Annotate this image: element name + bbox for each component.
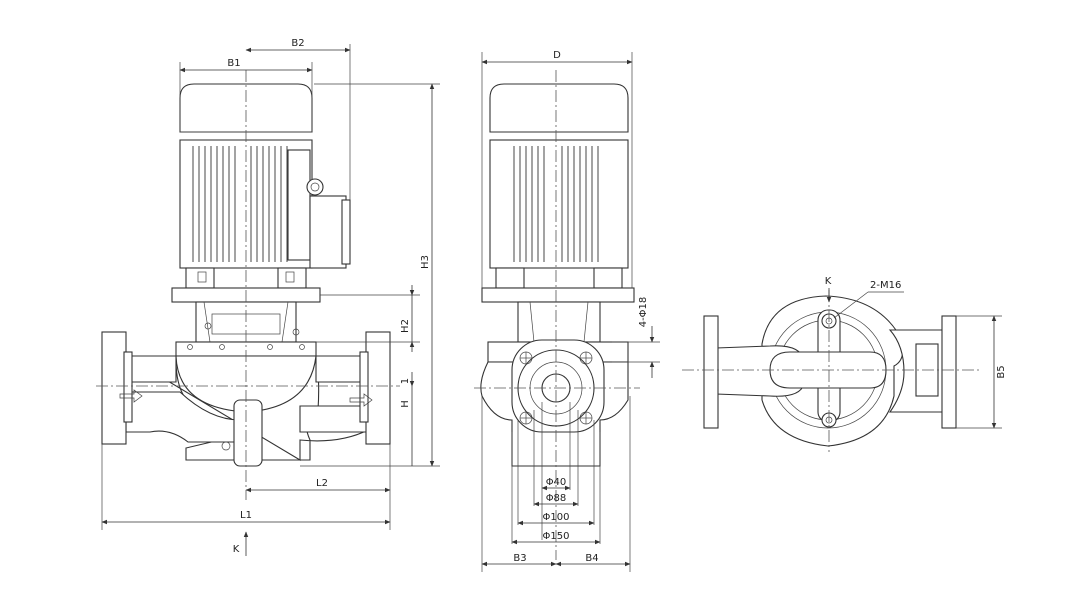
label-phi40: Φ40: [546, 477, 567, 488]
label-k-top: K: [825, 276, 832, 287]
dimension-d: D: [481, 50, 633, 288]
label-b3: B3: [513, 553, 526, 564]
label-b4: B4: [585, 553, 598, 564]
dimension-l1: L1: [101, 444, 391, 530]
motor-cooling-fins-front: [192, 146, 288, 262]
label-b1: B1: [227, 58, 240, 69]
label-h3: H3: [420, 255, 431, 269]
front-view: B1 B2 H3 H2 1 H: [96, 38, 440, 556]
label-thread-leader: 2-M16: [833, 280, 904, 319]
dimension-b1: B1: [179, 58, 313, 132]
label-h: H: [400, 400, 411, 408]
dimension-h1: 1 H: [400, 372, 415, 466]
dimension-b3-b4: B3 B4: [481, 396, 631, 572]
top-view: K 2-M16 B5: [682, 276, 1007, 452]
label-k-top-group: K: [825, 276, 832, 303]
label-h1: 1: [400, 378, 411, 384]
label-l1: L1: [240, 510, 252, 521]
dimension-b5: B5: [956, 315, 1007, 429]
dimension-h2: H2: [316, 285, 420, 352]
dimension-diameters: Φ40 Φ88 Φ100 Φ150: [511, 402, 601, 545]
view-direction-k-front: K: [233, 531, 249, 556]
label-b5: B5: [996, 365, 1007, 378]
label-bolt-holes: 4-Φ18: [638, 297, 649, 328]
label-k-front: K: [233, 544, 240, 555]
label-h2: H2: [400, 319, 411, 333]
label-l2: L2: [316, 478, 328, 489]
motor-cooling-fins-side: [513, 146, 599, 262]
dimension-h3: H3: [300, 83, 440, 467]
label-d: D: [553, 50, 561, 61]
side-view: D 4-Φ18 Φ40 Φ88 Φ100 Φ150: [474, 50, 660, 572]
label-thread: 2-M16: [870, 280, 901, 291]
dimension-bolt-holes: 4-Φ18: [612, 297, 660, 378]
dimension-l2: L2: [245, 444, 391, 530]
label-phi88: Φ88: [546, 493, 567, 504]
label-phi100: Φ100: [543, 512, 570, 523]
dimension-b2: B2: [245, 38, 351, 200]
label-phi150: Φ150: [543, 531, 570, 542]
label-b2: B2: [291, 38, 304, 49]
